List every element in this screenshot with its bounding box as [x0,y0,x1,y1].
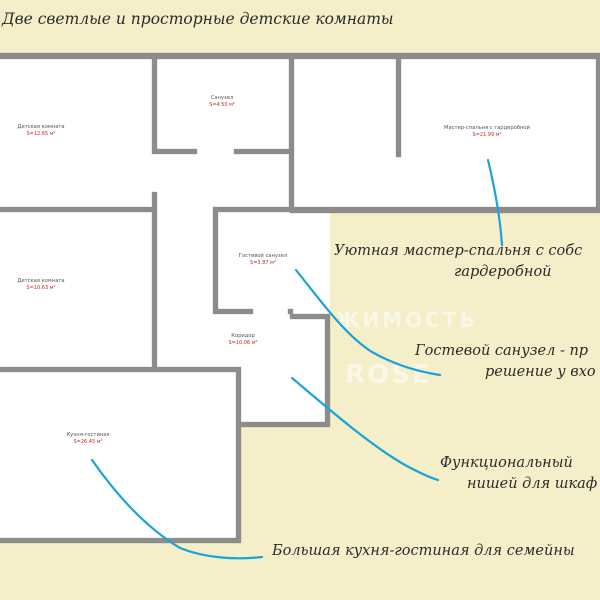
wall-kids1-right [152,57,157,154]
callout-line: нишей для шкаф [467,476,598,492]
room-area: S=12.65 м² [26,130,56,137]
header-title: Две светлые и просторные детские комнаты [2,10,394,28]
room-area: S=10.63 м² [26,284,56,291]
callout-line: Большая кухня-гостиная для семейны [272,543,575,559]
leader-line-master [486,158,504,247]
room-label-kids-2: Детская комната S=10.63 м² [17,278,64,291]
leader-line-corridor [290,376,440,482]
callout-master-bedroom: Уютная мастер-спальня с собс гардеробной [334,241,582,283]
leader-line-kitchen [90,458,264,560]
callout-guest-bathroom: Гостевой санузел - пр решение у вхо [415,341,596,383]
room-area: S=3.87 м² [250,259,276,266]
wall-bath-bottom-right [234,149,294,154]
room-area: S=26.45 м² [73,438,103,445]
wall-kids2-bottom [0,367,157,372]
wall-kids1-bottom [0,207,157,212]
wall-kids1-right-lower [152,192,157,240]
room-name: Гостевой санузел [238,253,288,259]
callout-line: Уютная мастер-спальня с собс [334,243,583,259]
wall-guestbath-bottom-right [288,309,293,314]
wall-guestbath-left [213,207,218,312]
watermark-line-1: ЖИМОСТЬ [335,308,478,332]
wall-master-left [396,57,401,157]
room-name: Коридор [231,333,255,339]
wall-kitchen-bottom [0,538,241,543]
callout-kitchen-living: Большая кухня-гостиная для семейны [272,541,575,562]
room-label-master-bedroom: Мастер-спальня с гардеробной S=21.99 м² [444,125,530,138]
wall-corridor-top [290,314,330,319]
wall-kitchen-right [236,367,241,542]
room-area: S=10.06 м² [228,339,258,346]
wall-top [0,53,600,59]
room-label-bathroom: Санузел S=4.50 м² [209,95,235,108]
wall-guestbath-top [213,207,293,212]
wall-right-master [596,53,600,213]
wall-corridor-right [325,314,330,427]
callout-line: Функциональный [440,455,573,471]
callout-line: решение у вхо [485,364,596,380]
room-label-corridor: Коридор S=10.06 м² [228,333,257,346]
wall-bath-bottom-left [152,149,197,154]
wall-corridor-bottom [240,422,330,427]
wall-kids2-right [152,240,157,368]
room-name: Санузел [210,95,234,101]
room-name: Детская комната [17,278,65,284]
callout-corridor: Функциональный нишей для шкаф [440,453,597,495]
room-label-kitchen-living: Кухня-гостиная S=26.45 м² [66,432,109,445]
callout-line: Гостевой санузел - пр [415,343,589,359]
wall-master-bottom [290,207,600,213]
room-name: Мастер-спальня с гардеробной [444,125,530,131]
callout-line: гардеробной [454,264,552,280]
room-name: Детская комната [17,124,65,130]
watermark-line-2: ROSE [345,360,432,390]
wall-guestbath-bottom-left [213,309,253,314]
leader-line-guest-bath [294,268,442,377]
wall-kitchen-top [157,367,240,372]
room-area: S=21.99 м² [472,131,502,138]
room-area: S=4.50 м² [209,101,235,108]
floor-fill [0,58,600,540]
room-label-kids-1: Детская комната S=12.65 м² [17,124,64,137]
room-name: Кухня-гостиная [66,432,110,438]
wall-bath-right-lower [289,152,294,210]
room-label-guest-bathroom: Гостевой санузел S=3.87 м² [239,253,287,266]
walls [0,53,600,543]
wall-bath-right [289,57,294,157]
